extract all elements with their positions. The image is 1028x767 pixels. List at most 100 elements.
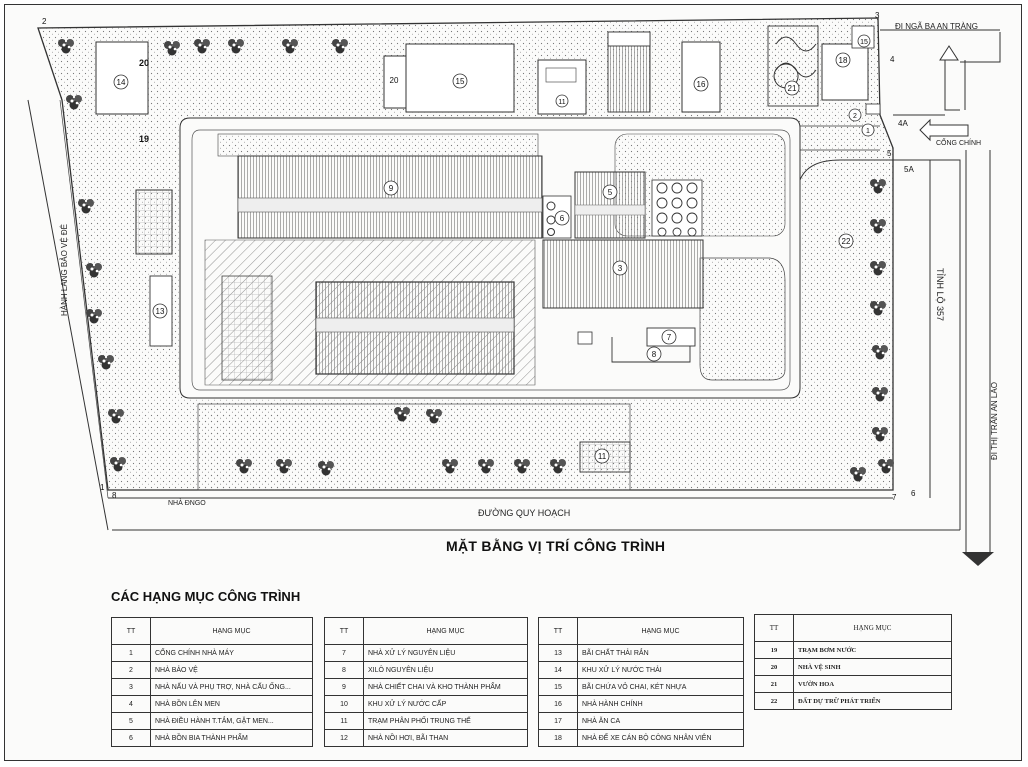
label-14: 14: [113, 74, 129, 90]
building-8: [611, 337, 691, 363]
col-item: HẠNG MỤC: [577, 617, 744, 645]
svg-text:13: 13: [156, 307, 165, 316]
svg-text:11: 11: [598, 452, 607, 461]
cell-item: CỔNG CHÍNH NHÀ MÁY: [150, 644, 313, 662]
cell-tt: 2: [111, 661, 151, 679]
cell-tt: 1: [111, 644, 151, 662]
gate-entry-label: CỔNG CHÍNH: [936, 140, 982, 147]
col-item: HẠNG MỤC: [793, 614, 952, 642]
cell-item: BÃI CHẤT THẢI RẮN: [577, 644, 744, 662]
cell-item: BÃI CHỨA VỎ CHAI, KÉT NHỰA: [577, 678, 744, 696]
cell-tt: 17: [538, 712, 578, 730]
building-18: [821, 43, 869, 101]
cell-item: KHU XỬ LÝ NƯỚC THẢI: [577, 661, 744, 679]
svg-text:6: 6: [560, 214, 565, 223]
cell-item: NHÀ HÀNH CHÍNH: [577, 695, 744, 713]
cell-tt: 3: [111, 678, 151, 696]
col-tt: TT: [754, 614, 794, 642]
svg-text:6: 6: [911, 489, 916, 498]
small-gate-label: NHÀ ĐNGO: [168, 500, 206, 507]
svg-text:11: 11: [558, 99, 565, 106]
label-22: 22: [838, 233, 854, 249]
svg-text:15: 15: [860, 39, 868, 46]
road-top-right-label: ĐI NGÃ BA AN TRÀNG: [895, 22, 978, 31]
col-tt: TT: [538, 617, 578, 645]
label-21: 21: [784, 80, 800, 96]
road-right-label: TỈNH LỘ 357: [935, 268, 945, 322]
marker-20: 20: [139, 58, 149, 68]
cell-tt: 7: [324, 644, 364, 662]
svg-text:1: 1: [100, 483, 105, 492]
svg-text:8: 8: [112, 491, 117, 500]
cell-tt: 11: [324, 712, 364, 730]
col-item: HẠNG MỤC: [363, 617, 528, 645]
cell-tt: 13: [538, 644, 578, 662]
svg-text:8: 8: [652, 350, 657, 359]
col-item: HẠNG MỤC: [150, 617, 313, 645]
plan-title: MẶT BẰNG VỊ TRÍ CÔNG TRÌNH: [446, 538, 666, 554]
label-16: 16: [693, 76, 709, 92]
cell-item: NHÀ VỆ SINH: [793, 658, 952, 676]
label-3: 3: [612, 260, 628, 276]
cell-tt: 5: [111, 712, 151, 730]
svg-text:18: 18: [839, 56, 848, 65]
label-2: 2: [848, 108, 862, 122]
svg-text:5: 5: [608, 188, 613, 197]
label-13: 13: [152, 303, 168, 319]
svg-text:3: 3: [875, 11, 880, 20]
label-9: 9: [383, 180, 399, 196]
svg-text:21: 21: [788, 84, 797, 93]
cell-item: NHÀ ĐỂ XE CÁN BỘ CÔNG NHÂN VIÊN: [577, 729, 744, 747]
svg-text:15: 15: [456, 77, 465, 86]
svg-text:9: 9: [389, 184, 394, 193]
legend-heading: CÁC HẠNG MỤC CÔNG TRÌNH: [111, 589, 301, 604]
label-7: 7: [661, 329, 677, 345]
label-15: 15: [452, 73, 468, 89]
svg-text:2: 2: [42, 17, 47, 26]
cell-item: NHÀ XỬ LÝ NGUYÊN LIỆU: [363, 644, 528, 662]
cell-tt: 22: [754, 692, 794, 710]
col-tt: TT: [111, 617, 151, 645]
road-bottom-label: ĐƯỜNG QUY HOẠCH: [478, 508, 571, 518]
cell-tt: 15: [538, 678, 578, 696]
svg-text:7: 7: [892, 493, 897, 502]
cell-item: NHÀ BẢO VỆ: [150, 661, 313, 679]
label-11-top: 11: [555, 94, 569, 108]
cell-tt: 4: [111, 695, 151, 713]
svg-text:14: 14: [117, 78, 126, 87]
cell-item: NHÀ CHIẾT CHAI VÀ KHO THÀNH PHẨM: [363, 678, 528, 696]
cell-tt: 9: [324, 678, 364, 696]
cell-item: NHÀ NỒI HƠI, BÃI THAN: [363, 729, 528, 747]
svg-text:3: 3: [618, 264, 623, 273]
cell-item: NHÀ NẤU VÀ PHỤ TRỢ, NHÀ CẤU ỐNG...: [150, 678, 313, 696]
label-8: 8: [646, 346, 662, 362]
cell-tt: 16: [538, 695, 578, 713]
marker-19: 19: [139, 134, 149, 144]
svg-text:1: 1: [866, 128, 870, 135]
label-1: 1: [861, 123, 875, 137]
cell-tt: 19: [754, 641, 794, 659]
svg-text:20: 20: [390, 76, 399, 85]
cell-item: NHÀ BỒN BIA THÀNH PHẨM: [150, 729, 313, 747]
cell-tt: 20: [754, 658, 794, 676]
col-tt: TT: [324, 617, 364, 645]
cell-tt: 6: [111, 729, 151, 747]
